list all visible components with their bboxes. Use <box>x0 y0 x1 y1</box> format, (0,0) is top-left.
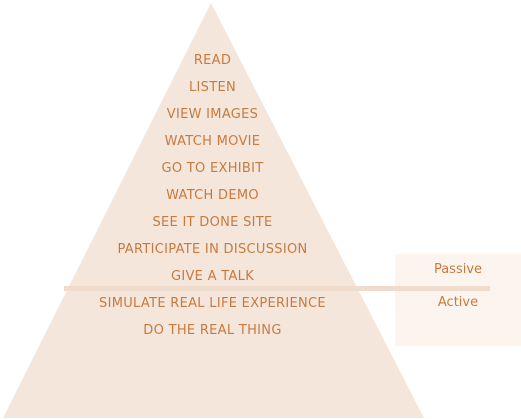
legend-panel <box>395 254 521 346</box>
level-listen: LISTEN <box>188 80 236 95</box>
level-go-to-exhibit: GO TO EXHIBIT <box>161 161 264 176</box>
level-participate-in-discussion: PARTICIPATE IN DISCUSSION <box>117 242 308 257</box>
passive-active-divider <box>64 286 490 291</box>
level-watch-movie: WATCH MOVIE <box>164 134 261 149</box>
level-view-images: VIEW IMAGES <box>166 107 259 122</box>
level-simulate-real-life-experience: SIMULATE REAL LIFE EXPERIENCE <box>99 296 326 311</box>
level-do-the-real-thing: DO THE REAL THING <box>143 323 282 338</box>
pyramid-shape <box>3 3 424 418</box>
level-read: READ <box>193 53 232 68</box>
level-see-it-done-site: SEE IT DONE SITE <box>152 215 273 230</box>
legend-active-label: Active <box>437 295 479 310</box>
level-watch-demo: WATCH DEMO <box>166 188 259 203</box>
level-give-a-talk: GIVE A TALK <box>170 269 255 284</box>
legend-passive-label: Passive <box>433 262 483 277</box>
